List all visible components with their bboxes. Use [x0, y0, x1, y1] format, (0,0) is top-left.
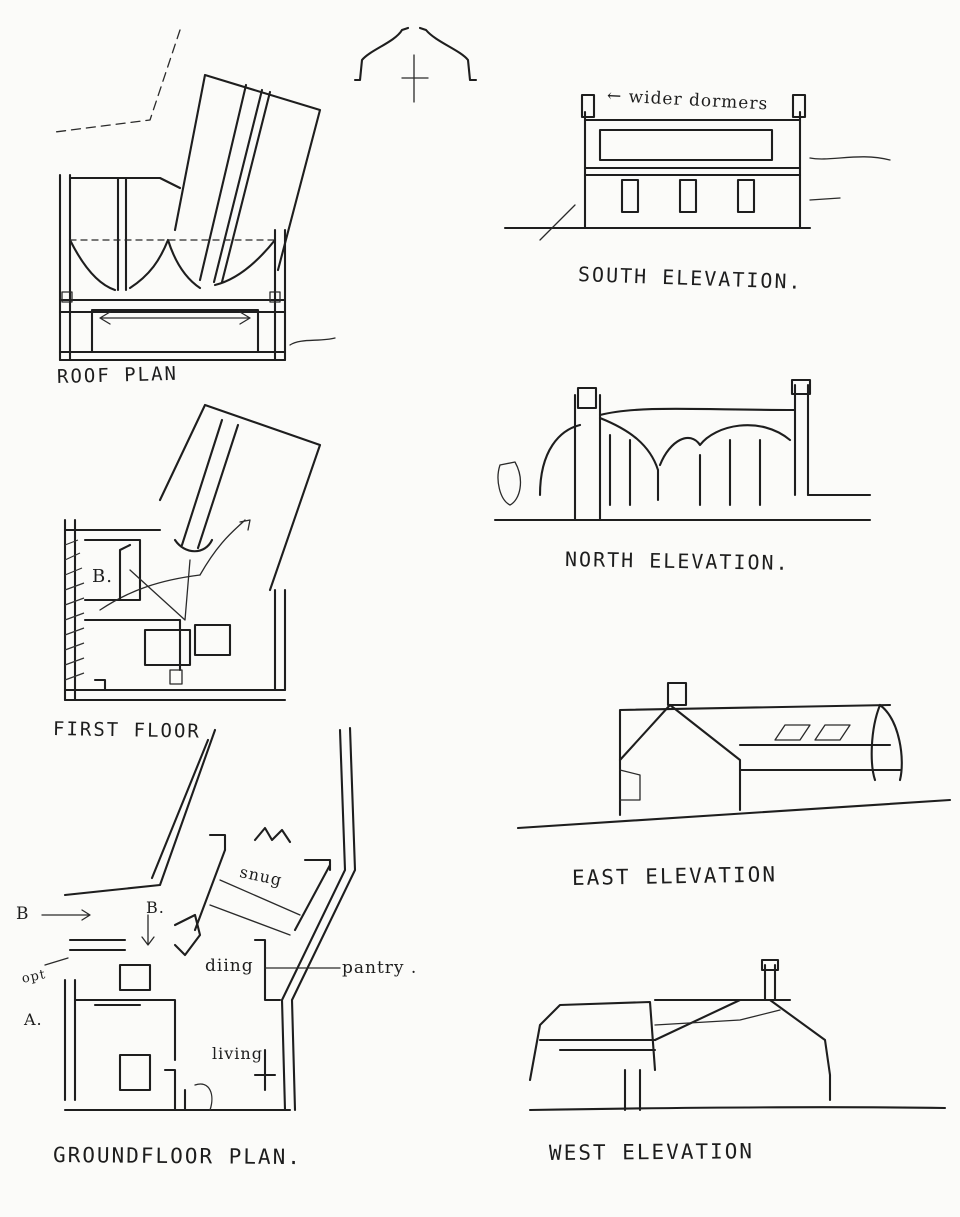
roof-plan-label: ROOF PLAN [56, 362, 179, 388]
first-floor-label: FIRST FLOOR [52, 718, 202, 743]
section-marker-a: A. [24, 1010, 43, 1029]
section-marker-b-left: B [16, 904, 30, 924]
first-floor-drawing [63, 403, 322, 702]
dining-label: diing [205, 956, 254, 976]
west-elevation-drawing [528, 958, 947, 1112]
south-elevation-drawing [503, 93, 891, 241]
ground-floor-plan-label: GROUNDFLOOR PLAN. [52, 1143, 303, 1170]
roof-plan-drawing [54, 29, 336, 362]
living-label: living [212, 1044, 263, 1063]
section-detail-drawing [353, 26, 478, 103]
pantry-label: pantry . [342, 958, 418, 978]
east-elevation-label: EAST ELEVATION [571, 862, 778, 890]
section-marker-b-mid: B. [146, 898, 165, 917]
ground-floor-drawing [41, 726, 357, 1112]
west-elevation-label: WEST ELEVATION [548, 1139, 755, 1165]
first-floor-room-label: B. [92, 566, 113, 587]
east-elevation-drawing [516, 681, 952, 830]
north-elevation-drawing [493, 378, 872, 522]
north-elevation-label: NORTH ELEVATION. [564, 547, 790, 575]
